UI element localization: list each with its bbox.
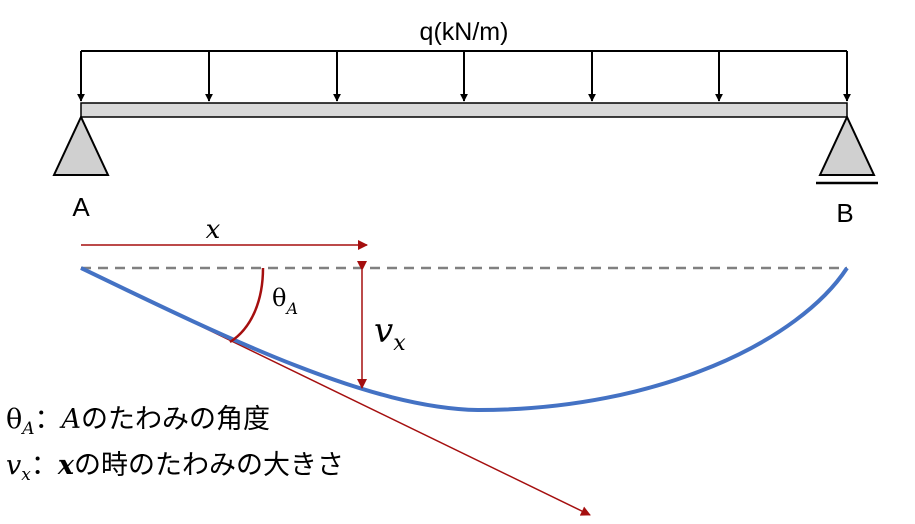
legend-v: vx：xの時のたわみの大きさ [6,452,344,484]
load-label: q(kN/m) [420,18,509,46]
theta-label: θA [272,284,298,318]
support-b: B [816,114,878,228]
vx-symbol: v [374,311,393,351]
legend-theta-text: のたわみの角度 [81,404,271,435]
roller-support-triangle [818,114,876,176]
support-a-label: A [72,192,90,222]
legend-v-text: の時のたわみの大きさ [73,450,344,481]
legend-theta-sep: ： [34,404,62,435]
theta-symbol: θ [272,284,286,312]
x-dimension: x [81,215,368,250]
theta-angle-arc [229,267,265,344]
legend-theta-symbol: θ [6,404,23,435]
legend-v-sep: ： [30,450,58,481]
beam [80,102,848,118]
legend-theta: θA：Aのたわみの角度 [6,406,270,438]
legend-v-italic: x [57,450,74,481]
support-b-label: B [836,198,853,228]
distributed-load: q(kN/m) [77,18,851,102]
support-a: A [52,114,110,222]
vx-subscript: x [393,331,406,356]
x-label: x [206,215,221,245]
theta-subscript: A [284,299,298,318]
legend-theta-sub: A [22,419,35,439]
legend-v-sub: x [21,465,31,485]
vx-label: vx [374,311,406,356]
pin-support-triangle [52,114,110,176]
legend-theta-italic: A [61,404,82,435]
legend-v-symbol: v [6,450,22,481]
deflection-curve [80,266,849,413]
